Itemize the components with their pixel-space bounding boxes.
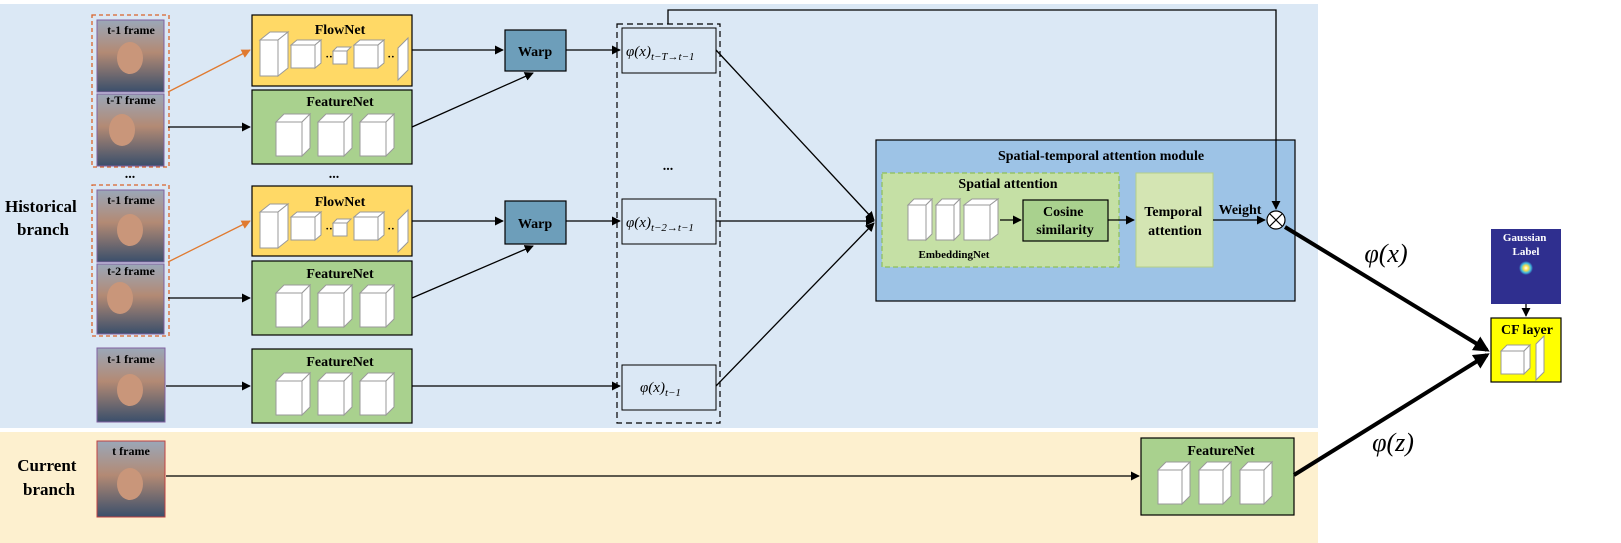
svg-text:φ(x)t−1: φ(x)t−1 [640,380,681,399]
svg-text:CF layer: CF layer [1501,323,1553,338]
frame-thumbnail-t1-c: t-1 frame [96,347,166,423]
featurenet-block-2: FeatureNet [251,260,413,336]
cf-layer-block: CF layer [1490,317,1562,383]
frame-thumbnail-t2: t-2 frame [96,263,165,335]
feature-box-phi-2: φ(x)t−2→t−1 [621,198,717,245]
svg-text:φ(x)t−2→t−1: φ(x)t−2→t−1 [626,215,694,234]
weight-label: Weight [1219,203,1262,218]
svg-text:t-T frame: t-T frame [106,93,156,107]
svg-text:t-2 frame: t-2 frame [107,264,155,278]
svg-text:FeatureNet: FeatureNet [306,95,374,110]
arrows [166,9,1531,481]
embeddingnet-label: EmbeddingNet [919,249,990,261]
ellipsis-nets: ... [329,167,340,182]
featurenet-block-1: FeatureNet [251,89,413,165]
current-branch-background [0,432,1318,543]
gaussian-label-block: Gaussian Label [1491,229,1561,304]
svg-text:··: ·· [387,223,394,235]
ellipsis-features: ... [663,159,674,174]
svg-text:FlowNet: FlowNet [315,195,366,210]
multiply-operator [1266,210,1286,230]
featurenet-block-current: FeatureNet [1140,437,1295,516]
historical-branch-label: Historical branch [5,197,81,239]
flownet-block-2: FlowNet ·· ·· [251,185,413,257]
svg-text:Warp: Warp [518,45,552,60]
featurenet-block-3: FeatureNet [251,348,413,424]
phi-z-label: φ(z) [1372,428,1414,457]
frame-pair-group-2 [91,184,170,337]
svg-text:t-1 frame: t-1 frame [107,352,155,366]
svg-text:··: ·· [325,223,332,235]
svg-text:Cosine similarity: Cosine similarity [1036,205,1094,238]
svg-text:FeatureNet: FeatureNet [1187,444,1255,459]
svg-text:··: ·· [387,51,394,63]
flownet-block-1: FlowNet ·· ·· [251,14,413,87]
svg-text:Spatial-temporal attention mod: Spatial-temporal attention module [998,149,1204,164]
svg-text:φ(x)t−T→t−1: φ(x)t−T→t−1 [626,44,695,63]
current-branch-label: Current branch [17,456,80,499]
svg-text:Warp: Warp [518,217,552,232]
feature-box-phi-T: φ(x)t−T→t−1 [621,27,717,74]
warp-block-2: Warp [504,200,567,245]
svg-text:FlowNet: FlowNet [315,23,366,38]
svg-text:FeatureNet: FeatureNet [306,267,374,282]
svg-text:t-1 frame: t-1 frame [107,23,155,37]
thick-arrows [1283,225,1490,477]
temporal-attention-block: Temporal attention [1135,172,1214,268]
phi-x-label: φ(x) [1364,239,1407,268]
frame-thumbnail-t1-a: t-1 frame [96,19,165,93]
svg-text:Spatial attention: Spatial attention [958,177,1057,192]
cosine-similarity-block: Cosine similarity [1022,199,1109,242]
svg-text:t frame: t frame [112,444,150,458]
frame-thumbnail-t1-b: t-1 frame [96,189,165,263]
feature-box-phi-1: φ(x)t−1 [621,364,717,411]
frame-thumbnail-tT: t-T frame [96,93,165,167]
ellipsis-frames: ... [125,167,136,182]
svg-text:t-1 frame: t-1 frame [107,193,155,207]
svg-text:FeatureNet: FeatureNet [306,355,374,370]
svg-text:··: ·· [325,51,332,63]
warp-block-1: Warp [504,29,567,72]
svg-text:Gaussian Label: Gaussian Label [1503,232,1549,258]
frame-pair-group-1 [91,14,170,168]
frame-thumbnail-t: t frame [96,440,166,518]
svg-text:Temporal attention: Temporal attention [1144,205,1205,239]
